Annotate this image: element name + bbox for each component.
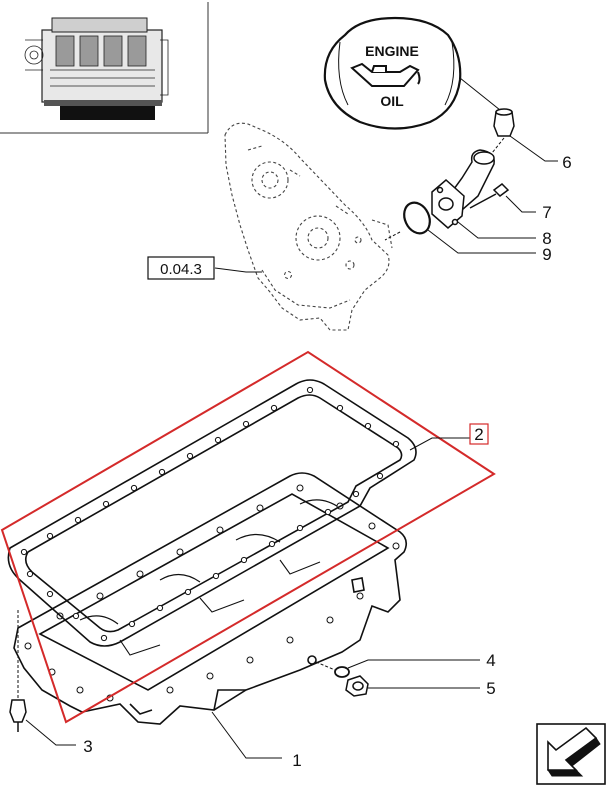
gasket-highlight-frame — [0, 350, 496, 724]
callout-2: 2 — [474, 425, 483, 444]
small-hardware — [9, 610, 369, 732]
callout-numbers: 1 2 3 4 5 6 7 8 9 — [83, 153, 571, 770]
callout-1: 1 — [292, 751, 301, 770]
callout-6: 6 — [562, 153, 571, 172]
callout-3: 3 — [83, 737, 92, 756]
filler-tube-assembly — [384, 108, 515, 241]
gasket-holes — [20, 386, 400, 642]
callout-9: 9 — [542, 245, 551, 264]
callout-7: 7 — [542, 203, 551, 222]
callout-5: 5 — [486, 679, 495, 698]
cap-text-oil: OIL — [380, 93, 404, 109]
oil-filler-cap: ENGINE OIL — [323, 16, 501, 130]
callout-4: 4 — [486, 651, 495, 670]
timing-cover-outline — [224, 122, 393, 331]
engine-thumbnail-icon — [0, 2, 209, 134]
leader-lines-bottom — [25, 437, 480, 759]
oil-pan-gasket — [7, 379, 417, 647]
reference-box: 0.04.3 — [147, 256, 215, 280]
callout-8: 8 — [542, 229, 551, 248]
callout-2-box — [469, 423, 489, 445]
next-page-arrow-icon[interactable] — [536, 723, 606, 785]
leader-lines-top — [214, 135, 558, 273]
oil-can-icon — [350, 62, 421, 87]
reference-label: 0.04.3 — [160, 261, 202, 278]
cap-text-engine: ENGINE — [365, 43, 419, 59]
